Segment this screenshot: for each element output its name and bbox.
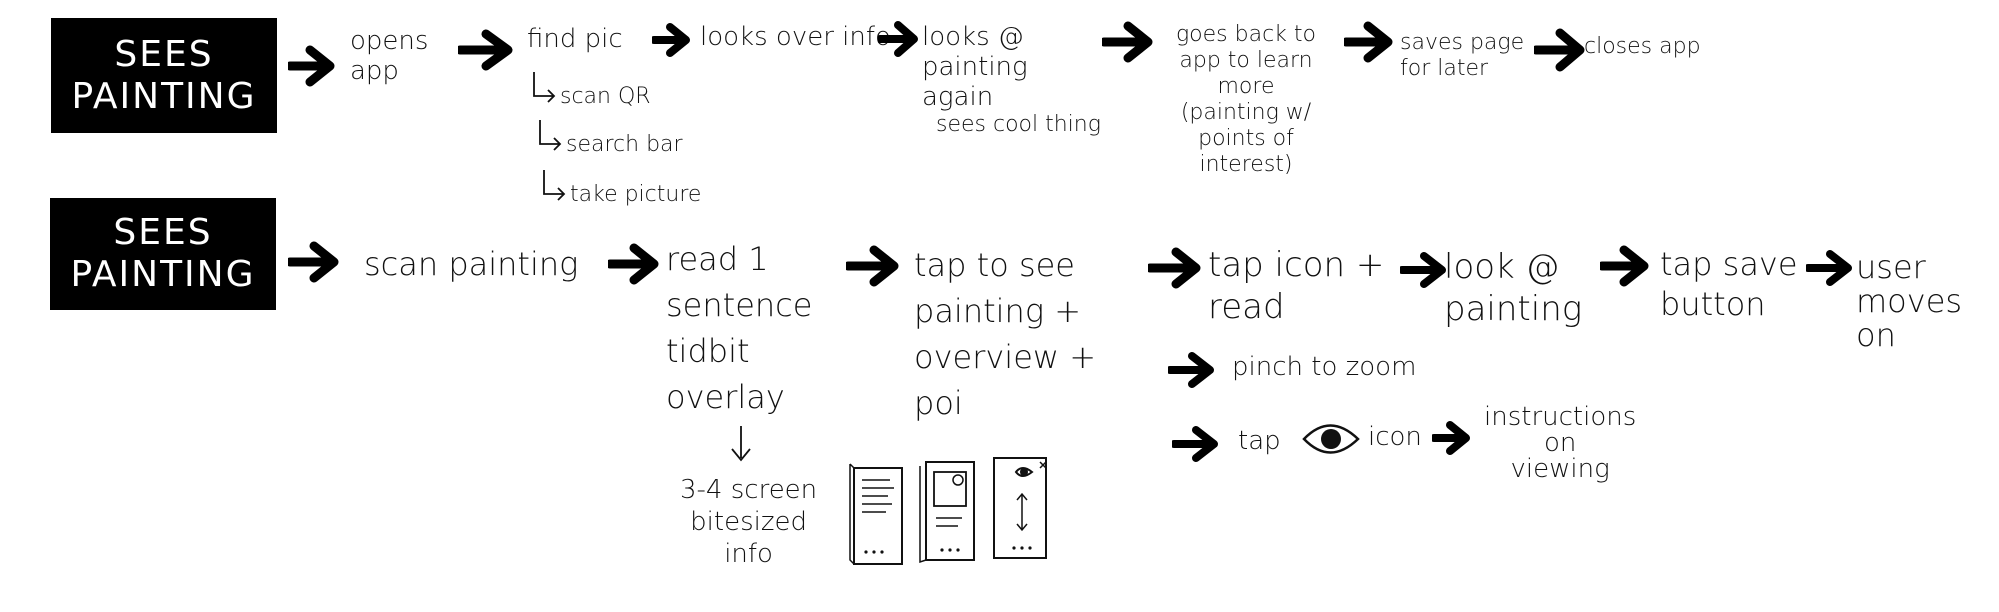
arrow-down-icon <box>728 424 754 464</box>
option-scan-qr: scan QR <box>560 84 651 110</box>
tidbit-detail-screens: 3-4 screen bitesized info <box>680 474 817 570</box>
phone-sketch-icon <box>988 452 1054 566</box>
arrow-icon <box>288 44 336 88</box>
arrow-icon <box>288 240 340 284</box>
step-tap-save-button: tap save button <box>1660 244 1798 324</box>
step-tap-to-see-painting: tap to see painting + overview + poi <box>914 242 1096 426</box>
arrow-icon <box>652 22 692 58</box>
arrow-icon <box>1400 250 1448 290</box>
hook-arrow-icon <box>540 168 568 204</box>
branch-icon-label: icon <box>1368 422 1422 452</box>
branch-instructions-on-viewing: instructions on viewing <box>1484 404 1636 482</box>
arrow-icon <box>1168 350 1216 390</box>
arrow-icon <box>608 242 660 286</box>
start-box-row2: SEES PAINTING <box>50 198 276 310</box>
option-take-picture: take picture <box>570 182 701 208</box>
step-find-pic: find pic <box>527 24 623 54</box>
step-looks-at-painting-again: looks @ painting again <box>922 22 1028 112</box>
step-user-moves-on: user moves on <box>1856 250 1962 352</box>
step-saves-page-for-later: saves page for later <box>1400 30 1524 82</box>
eye-icon <box>1300 410 1362 468</box>
arrow-icon <box>458 28 514 72</box>
phone-sketch-icon <box>918 456 980 568</box>
step-closes-app: closes app <box>1584 34 1701 60</box>
step-opens-app: opens app <box>350 26 428 86</box>
note-sees-cool-thing: sees cool thing <box>936 112 1101 138</box>
arrow-icon <box>1172 424 1220 464</box>
arrow-icon <box>1600 244 1650 288</box>
branch-pinch-to-zoom: pinch to zoom <box>1232 352 1416 382</box>
arrow-icon <box>1432 420 1472 456</box>
hook-arrow-icon <box>530 70 558 106</box>
branch-tap: tap <box>1238 426 1281 456</box>
arrow-icon <box>846 244 900 288</box>
start-label-line1: SEES <box>114 34 213 76</box>
option-search-bar: search bar <box>566 132 683 158</box>
step-look-at-painting: look @ painting <box>1444 246 1582 330</box>
step-scan-painting: scan painting <box>364 246 578 282</box>
arrow-icon <box>1344 20 1394 64</box>
step-tap-icon-read: tap icon + read <box>1208 244 1384 328</box>
start-label-line2: PAINTING <box>71 76 256 118</box>
phone-sketch-icon <box>848 460 908 570</box>
step-goes-back-to-app: goes back to app to learn more (painting… <box>1160 22 1332 178</box>
arrow-icon <box>1806 248 1854 288</box>
step-read-tidbit-overlay: read 1 sentence tidbit overlay <box>666 236 812 420</box>
step-looks-over-info: looks over info <box>700 22 891 52</box>
start-label-line2: PAINTING <box>70 254 255 296</box>
arrow-icon <box>1148 246 1202 290</box>
start-box-row1: SEES PAINTING <box>51 18 277 133</box>
hook-arrow-icon <box>536 118 564 154</box>
arrow-icon <box>878 20 920 58</box>
arrow-icon <box>1534 26 1586 74</box>
start-label-line1: SEES <box>113 212 212 254</box>
arrow-icon <box>1102 20 1154 64</box>
